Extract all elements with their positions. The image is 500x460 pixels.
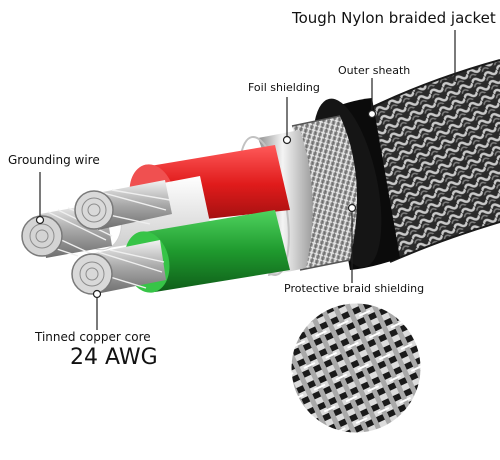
jacket-label: Tough Nylon braided jacket bbox=[292, 9, 496, 27]
foil-shielding-label: Foil shielding bbox=[248, 81, 320, 94]
gauge-label: 24 AWG bbox=[70, 345, 158, 370]
protective-braid-label: Protective braid shielding bbox=[284, 282, 425, 295]
leader-lines bbox=[39, 30, 456, 330]
braid-zoom-icon bbox=[288, 300, 424, 436]
grounding-wire-label: Grounding wire bbox=[8, 153, 100, 167]
tinned-core-label: Tinned copper core bbox=[35, 330, 151, 344]
outer-sheath-label: Outer sheath bbox=[338, 64, 411, 77]
stranded-conductor-icon bbox=[21, 180, 172, 295]
leader-dots bbox=[35, 109, 377, 299]
